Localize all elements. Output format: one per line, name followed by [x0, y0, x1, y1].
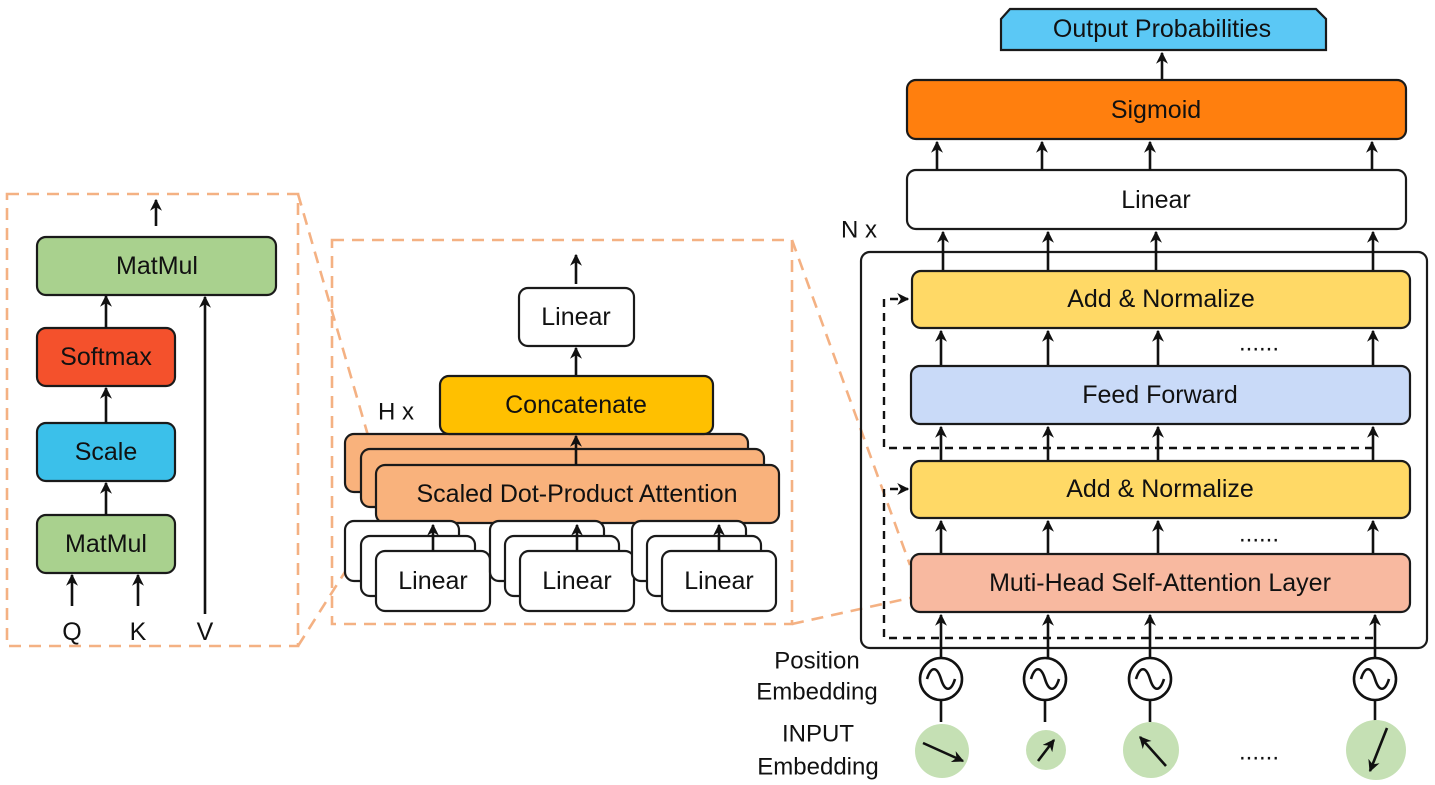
- ellipsis-mid: ......: [1239, 521, 1279, 548]
- feed-forward-label: Feed Forward: [1082, 381, 1238, 409]
- zoom-connector-right-bottom: [791, 596, 911, 626]
- attention-label: Scaled Dot-Product Attention: [416, 480, 737, 508]
- attention-detail-panel: MatMul Softmax Scale MatMul Q K V: [5, 192, 300, 648]
- zoom-connector-right-top: [790, 239, 912, 566]
- softmax-label: Softmax: [60, 343, 152, 371]
- encoder-panel: Output Probabilities Sigmoid Linear N x …: [756, 7, 1429, 781]
- position-embedding-icon-2: [1022, 656, 1068, 722]
- input-embedding-token-1: [915, 724, 969, 778]
- position-embedding-icon-3: [1127, 656, 1173, 722]
- add-normalize-top-box: [910, 269, 1412, 330]
- attention-detail-zoom-frame: [5, 192, 300, 648]
- output-probabilities-label: Output Probabilities: [1053, 15, 1271, 43]
- position-embedding-label-line2: Embedding: [756, 679, 877, 706]
- scale-label: Scale: [75, 438, 138, 466]
- linear-top-label: Linear: [541, 303, 611, 331]
- sigmoid-label: Sigmoid: [1111, 96, 1201, 124]
- encoder-linear-label: Linear: [1121, 186, 1191, 214]
- layers-count-label: N x: [841, 217, 877, 244]
- matmul-top-label: MatMul: [116, 252, 198, 280]
- position-embedding-icon-4: [1352, 656, 1398, 722]
- concatenate-label: Concatenate: [505, 391, 647, 419]
- mhsa-box: [909, 552, 1412, 614]
- ellipsis-top: ......: [1239, 330, 1279, 357]
- input-embedding-token-3: [1123, 722, 1179, 778]
- input-embedding-token-2: [1026, 730, 1066, 770]
- add-normalize-bottom-label: Add & Normalize: [1066, 475, 1254, 503]
- feed-forward-box: [909, 364, 1412, 426]
- input-embedding-token-4: [1346, 720, 1406, 780]
- position-embedding-icon-1: [918, 656, 964, 722]
- concatenate-box: [438, 374, 715, 436]
- mhsa-label: Muti-Head Self-Attention Layer: [989, 569, 1331, 597]
- input-embedding-label-line1: INPUT: [782, 721, 854, 748]
- linear-v-label: Linear: [684, 567, 754, 595]
- input-embedding-label-line2: Embedding: [757, 754, 878, 781]
- heads-count-label: H x: [378, 399, 414, 426]
- encoder-layer-container: [859, 250, 1429, 650]
- add-normalize-top-label: Add & Normalize: [1067, 285, 1255, 313]
- position-embedding-label-line1: Position: [774, 648, 859, 675]
- matmul-bottom-label: MatMul: [65, 530, 147, 558]
- matmul-top-box: [35, 235, 278, 297]
- zoom-connector-left-top: [296, 193, 380, 471]
- residual-connection-attention: [882, 483, 1373, 640]
- multi-head-zoom-frame: [330, 238, 794, 626]
- residual-connection-ff: [882, 293, 1373, 450]
- multi-head-panel: Linear Concatenate H x Scaled Dot-Produc…: [330, 238, 794, 626]
- sigmoid-box: [905, 78, 1408, 141]
- linear-top-box: [517, 286, 636, 348]
- output-probabilities-box: [999, 7, 1328, 52]
- ellipsis-bottom: ......: [1239, 739, 1279, 766]
- linear-k-label: Linear: [542, 567, 612, 595]
- add-normalize-bottom-box: [909, 459, 1412, 520]
- input-v-label: V: [197, 618, 214, 646]
- encoder-linear-box: [905, 168, 1408, 231]
- input-q-label: Q: [62, 618, 81, 646]
- input-k-label: K: [130, 618, 147, 646]
- linear-q-label: Linear: [398, 567, 468, 595]
